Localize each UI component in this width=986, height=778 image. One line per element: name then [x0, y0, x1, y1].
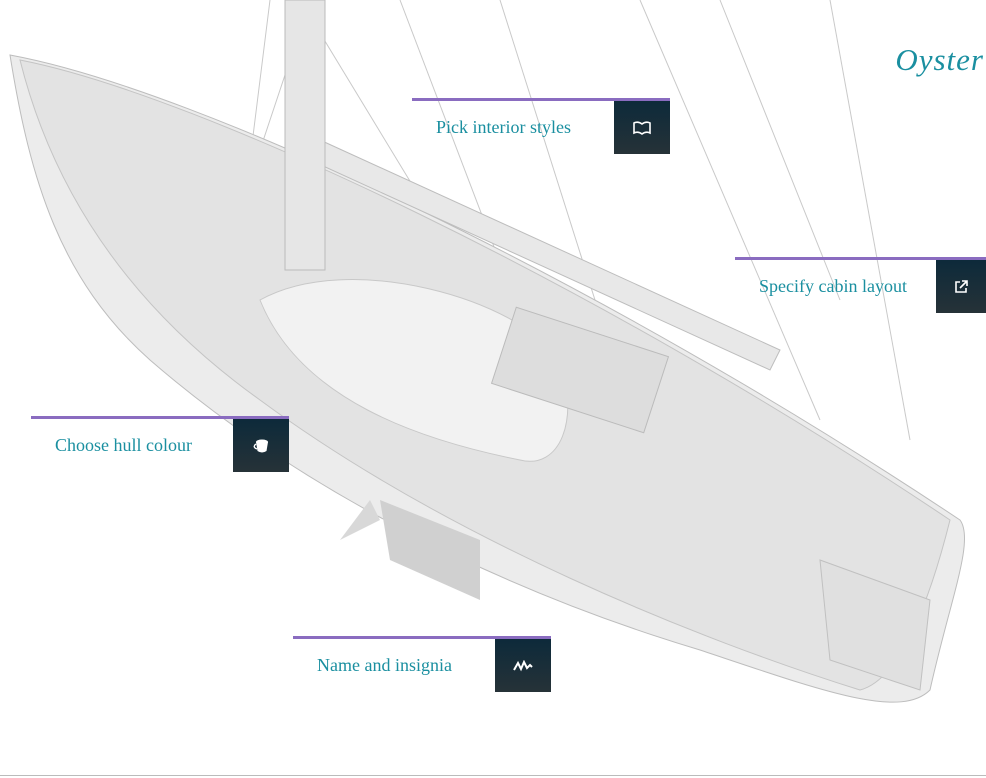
- signature-icon[interactable]: [495, 639, 551, 692]
- paint-bucket-icon[interactable]: [233, 419, 289, 472]
- callout-choose-hull-colour[interactable]: Choose hull colour: [31, 416, 289, 472]
- callout-label: Pick interior styles: [436, 117, 571, 137]
- brand-logo[interactable]: Oyster: [895, 42, 984, 77]
- divider: [0, 775, 986, 776]
- external-link-icon[interactable]: [936, 260, 986, 313]
- callout-name-and-insignia[interactable]: Name and insignia: [293, 636, 551, 692]
- book-open-icon[interactable]: [614, 101, 670, 154]
- callout-pick-interior-styles[interactable]: Pick interior styles: [412, 98, 670, 154]
- callout-specify-cabin-layout[interactable]: Specify cabin layout: [735, 257, 986, 313]
- callout-label: Name and insignia: [317, 655, 452, 675]
- callout-label: Choose hull colour: [55, 435, 192, 455]
- callout-label: Specify cabin layout: [759, 276, 907, 296]
